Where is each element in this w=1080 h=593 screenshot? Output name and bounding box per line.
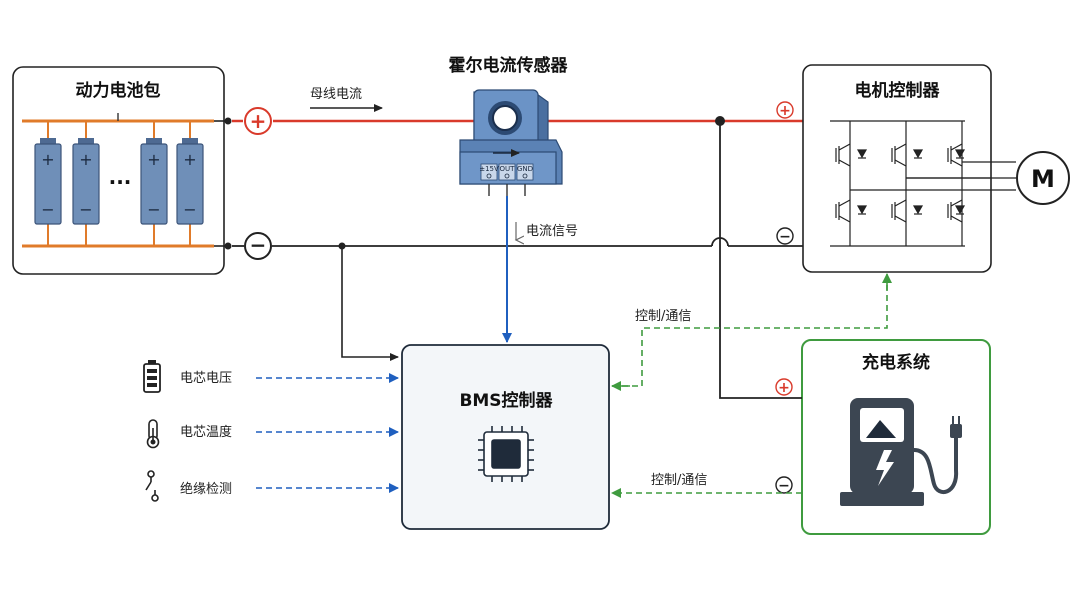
svg-text:−: −: [779, 229, 791, 245]
battery-cell: + −: [34, 121, 62, 246]
input-label: 电芯电压: [180, 371, 232, 386]
cell-plus-sign: +: [41, 150, 54, 169]
battery-negative-terminal: −: [244, 232, 272, 260]
cell-minus-sign: −: [147, 200, 160, 219]
current-signal-label: 电流信号: [526, 224, 578, 239]
cell-plus-sign: +: [79, 150, 92, 169]
switch-icon: [145, 470, 159, 502]
svg-text:+: +: [778, 380, 790, 396]
input-insulation-detection: 绝缘检测: [145, 470, 399, 502]
battery-cell: + −: [176, 121, 204, 246]
thermometer-icon: [146, 419, 160, 449]
cell-minus-sign: −: [183, 200, 196, 219]
battery-cell: + −: [72, 121, 100, 246]
cell-ellipsis: ···: [109, 170, 132, 194]
charger-negative-terminal: −: [775, 476, 793, 494]
control-comm-line-top: [612, 276, 888, 387]
control-comm-label-top: 控制/通信: [635, 309, 691, 324]
charger-positive-line: [719, 121, 802, 399]
svg-text:−: −: [778, 478, 790, 494]
motor-controller: 电机控制器 + −: [776, 64, 1016, 273]
battery-cell: + −: [140, 121, 168, 246]
input-cell-temperature: 电芯温度: [146, 419, 399, 449]
negative-tap-to-bms: [341, 246, 399, 361]
motor-controller-title: 电机控制器: [855, 80, 941, 101]
sensor-pin-label: ±15V: [479, 165, 499, 173]
controller-positive-terminal: +: [776, 101, 794, 119]
sensor-pin-label: OUT: [500, 165, 516, 173]
battery-positive-terminal: +: [244, 107, 272, 135]
input-cell-voltage: 电芯电压: [143, 360, 399, 393]
bms-title: BMS控制器: [459, 390, 553, 411]
positive-bus-line: [214, 116, 803, 126]
motor: M: [1016, 151, 1070, 205]
negative-bus-line: [214, 237, 803, 250]
battery-pack: 动力电池包 + − + − ··· + −: [12, 66, 225, 275]
cell-plus-sign: +: [183, 150, 196, 169]
svg-text:+: +: [779, 103, 791, 119]
cell-minus-sign: −: [79, 200, 92, 219]
input-label: 绝缘检测: [180, 481, 232, 497]
chip-icon: [478, 426, 534, 482]
svg-text:+: +: [250, 109, 267, 133]
battery-level-icon: [143, 360, 161, 393]
bus-current-label: 母线电流: [310, 87, 362, 102]
battery-pack-title: 动力电池包: [76, 80, 161, 101]
charging-title: 充电系统: [862, 352, 930, 373]
control-comm-label-bottom: 控制/通信: [651, 473, 707, 488]
hall-current-sensor: 霍尔电流传感器 ±15V OUT GND: [449, 55, 569, 196]
bms-controller: BMS控制器: [401, 344, 610, 530]
sensor-pin-label: GND: [517, 165, 533, 173]
motor-symbol: M: [1031, 165, 1055, 193]
charging-system: 充电系统 + −: [775, 339, 991, 535]
svg-text:−: −: [250, 233, 267, 257]
inverter-bridge-icon: [830, 120, 1016, 247]
input-label: 电芯温度: [180, 424, 232, 440]
cell-plus-sign: +: [147, 150, 160, 169]
controller-negative-terminal: −: [776, 227, 794, 245]
charging-station-icon: [840, 398, 962, 506]
charger-positive-terminal: +: [775, 378, 793, 396]
cell-minus-sign: −: [41, 200, 54, 219]
sensor-title: 霍尔电流传感器: [449, 55, 569, 76]
